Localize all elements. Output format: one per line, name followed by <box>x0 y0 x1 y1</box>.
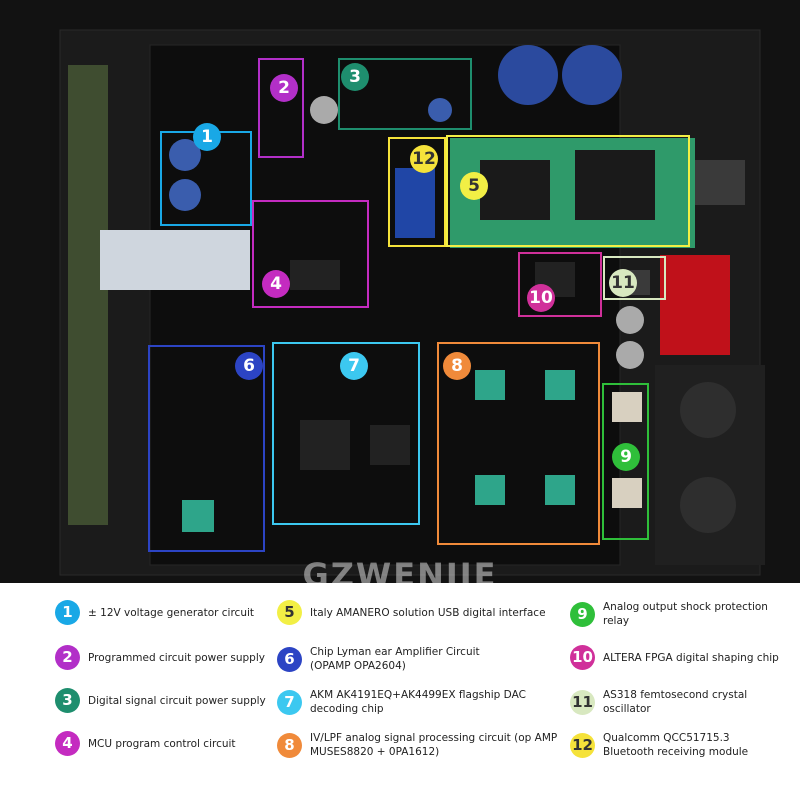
legend-item-2: 2 Programmed circuit power supply <box>55 645 280 670</box>
legend: 1 ± 12V voltage generator circuit 2 Prog… <box>0 583 800 800</box>
legend-item-10: 10 ALTERA FPGA digital shaping chip <box>570 645 798 670</box>
annotation-box-5 <box>446 135 690 247</box>
badge-9: 9 <box>612 443 640 471</box>
badge-3: 3 <box>341 63 369 91</box>
legend-number-4: 4 <box>55 731 80 756</box>
watermark: GZWENJIE <box>302 556 498 583</box>
annotation-box-7 <box>272 342 420 525</box>
circuit-board-photo: 1 2 3 4 5 6 7 8 9 10 11 12 GZWENJIE <box>0 0 800 583</box>
legend-item-5: 5 Italy AMANERO solution USB digital int… <box>277 600 562 625</box>
badge-8: 8 <box>443 352 471 380</box>
legend-number-7: 7 <box>277 689 302 715</box>
legend-number-8: 8 <box>277 732 302 758</box>
legend-number-1: 1 <box>55 600 80 625</box>
badge-4: 4 <box>262 270 290 298</box>
legend-item-6: 6 Chip Lyman ear Amplifier Circuit (OPAM… <box>277 645 562 673</box>
legend-number-12: 12 <box>570 732 595 758</box>
legend-text-12: Qualcomm QCC51715.3 Bluetooth receiving … <box>603 732 749 758</box>
annotation-box-4 <box>252 200 369 308</box>
legend-number-10: 10 <box>570 645 595 670</box>
legend-text-7: AKM AK4191EQ+AK4499EX flagship DAC decod… <box>310 689 526 715</box>
legend-item-9: 9 Analog output shock protection relay <box>570 600 798 628</box>
legend-number-5: 5 <box>277 600 302 625</box>
legend-text-1: ± 12V voltage generator circuit <box>88 606 255 619</box>
legend-text-4: MCU program control circuit <box>88 737 236 750</box>
badge-1: 1 <box>193 123 221 151</box>
legend-item-1: 1 ± 12V voltage generator circuit <box>55 600 280 625</box>
legend-item-3: 3 Digital signal circuit power supply <box>55 688 280 713</box>
legend-number-3: 3 <box>55 688 80 713</box>
legend-number-2: 2 <box>55 645 80 670</box>
legend-number-11: 11 <box>570 689 595 715</box>
annotation-box-6 <box>148 345 265 552</box>
badge-12: 12 <box>410 145 438 173</box>
badge-10: 10 <box>527 284 555 312</box>
legend-item-4: 4 MCU program control circuit <box>55 731 280 756</box>
legend-text-9: Analog output shock protection relay <box>603 601 768 627</box>
badge-2: 2 <box>270 74 298 102</box>
annotation-box-8 <box>437 342 600 545</box>
badge-7: 7 <box>340 352 368 380</box>
legend-number-9: 9 <box>570 601 595 627</box>
legend-text-2: Programmed circuit power supply <box>88 651 265 664</box>
legend-item-12: 12 Qualcomm QCC51715.3 Bluetooth receivi… <box>570 731 798 759</box>
legend-text-8: IV/LPF analog signal processing circuit … <box>310 732 558 758</box>
legend-text-10: ALTERA FPGA digital shaping chip <box>603 651 779 664</box>
annotation-box-12 <box>388 137 446 247</box>
annotation-box-10 <box>518 252 602 317</box>
badge-5: 5 <box>460 172 488 200</box>
legend-item-11: 11 AS318 femtosecond crystal oscillator <box>570 688 798 716</box>
legend-text-5: Italy AMANERO solution USB digital inter… <box>310 606 546 619</box>
badge-6: 6 <box>235 352 263 380</box>
legend-number-6: 6 <box>277 646 302 672</box>
legend-item-8: 8 IV/LPF analog signal processing circui… <box>277 731 562 759</box>
annotation-box-11 <box>603 256 666 300</box>
legend-text-6: Chip Lyman ear Amplifier Circuit (OPAMP … <box>310 646 480 672</box>
annotation-box-3 <box>338 58 472 130</box>
legend-text-11: AS318 femtosecond crystal oscillator <box>603 689 748 715</box>
badge-11: 11 <box>609 269 637 297</box>
legend-item-7: 7 AKM AK4191EQ+AK4499EX flagship DAC dec… <box>277 688 562 716</box>
annotation-box-2 <box>258 58 304 158</box>
annotation-box-9 <box>602 383 649 540</box>
legend-text-3: Digital signal circuit power supply <box>88 694 266 707</box>
